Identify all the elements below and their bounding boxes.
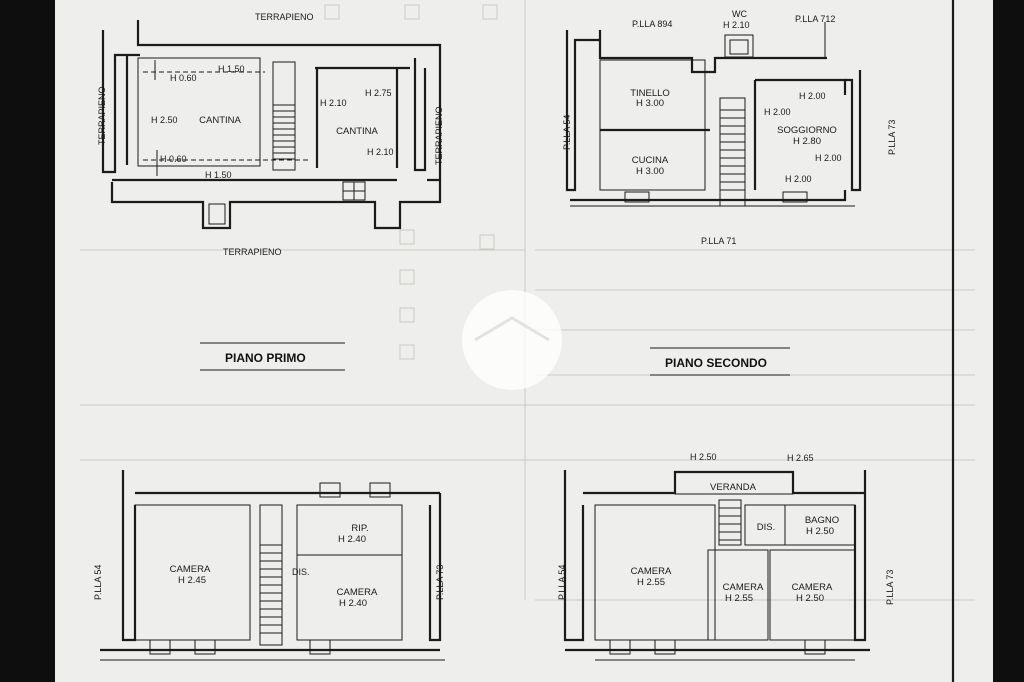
parcel-label: P.LLA 54 <box>557 565 567 600</box>
title-piano-secondo: PIANO SECONDO <box>665 356 767 370</box>
height-label: H 2.50 <box>151 115 178 125</box>
height-label: H 2.55 <box>637 577 665 588</box>
height-label: H 0.60 <box>170 73 197 83</box>
height-label: H 2.40 <box>339 598 367 609</box>
height-label: H 2.00 <box>815 153 842 163</box>
room-label-tinello: TINELLO <box>630 88 670 99</box>
room-label-camera: CAMERA <box>337 587 378 598</box>
plan-top-right: P.LLA 894 WC H 2.10 P.LLA 712 TINELLO H … <box>562 9 897 246</box>
room-label-cantina: CANTINA <box>336 126 378 137</box>
height-label: H 2.75 <box>365 88 392 98</box>
parcel-label: P.LLA 894 <box>632 19 672 29</box>
terrapieno-right-label: TERRAPIENO <box>434 106 444 165</box>
house-roof-icon <box>462 290 562 390</box>
room-label-rip: RIP. <box>351 523 368 534</box>
parcel-label: P.LLA 73 <box>435 565 445 600</box>
height-label: H 2.45 <box>178 575 206 586</box>
room-label-dis: DIS. <box>757 522 775 533</box>
height-label: H 2.00 <box>785 174 812 184</box>
room-label-cantina: CANTINA <box>199 115 241 126</box>
parcel-label: P.LLA 54 <box>562 115 572 150</box>
height-label: H 1.50 <box>205 170 232 180</box>
room-label-dis: DIS. <box>292 567 310 577</box>
plan-top-left: TERRAPIENO TERRAPIENO TERRAPIENO TERRAPI… <box>97 12 444 257</box>
height-label: H 2.10 <box>367 147 394 157</box>
height-label: H 2.55 <box>725 593 753 604</box>
floor-plan-sheet: TERRAPIENO TERRAPIENO TERRAPIENO TERRAPI… <box>55 0 993 682</box>
plan-bottom-left: RIP. H 2.40 DIS. CAMERA H 2.45 CAMERA H … <box>93 470 445 661</box>
height-label: H 1.50 <box>218 64 245 74</box>
title-piano-primo: PIANO PRIMO <box>225 351 306 365</box>
terrapieno-bottom-label: TERRAPIENO <box>223 247 282 257</box>
parcel-label: P.LLA 712 <box>795 14 835 24</box>
plan-bottom-right: H 2.50 H 2.65 VERANDA DIS. BAGNO H 2.50 … <box>557 452 895 661</box>
parcel-label: P.LLA 71 <box>701 236 736 246</box>
plan-titles: PIANO PRIMO PIANO SECONDO <box>200 342 790 376</box>
room-label-soggiorno: SOGGIORNO <box>777 125 837 136</box>
height-label: H 2.50 <box>796 593 824 604</box>
parcel-label: P.LLA 54 <box>93 565 103 600</box>
room-label-camera: CAMERA <box>170 564 211 575</box>
room-label-cucina: CUCINA <box>632 155 669 166</box>
height-label: H 2.80 <box>793 136 821 147</box>
room-label-bagno: BAGNO <box>805 515 839 526</box>
terrapieno-left-label: TERRAPIENO <box>97 86 107 145</box>
room-label-camera: CAMERA <box>723 582 764 593</box>
height-label: H 2.50 <box>690 452 717 462</box>
room-label-veranda: VERANDA <box>710 482 757 493</box>
floor-plan-drawing: TERRAPIENO TERRAPIENO TERRAPIENO TERRAPI… <box>80 0 975 682</box>
room-label-wc: WC <box>732 9 747 19</box>
height-label: H 0.60 <box>160 154 187 164</box>
height-label: H 2.65 <box>787 453 814 463</box>
height-label: H 2.10 <box>320 98 347 108</box>
bleed-through-form <box>80 0 975 601</box>
height-label: H 2.00 <box>799 91 826 101</box>
height-label: H 2.00 <box>764 107 791 117</box>
parcel-label: P.LLA 73 <box>885 570 895 605</box>
room-label-camera: CAMERA <box>792 582 833 593</box>
height-label: H 3.00 <box>636 166 664 177</box>
height-label: H 2.50 <box>806 526 834 537</box>
height-label: H 3.00 <box>636 98 664 109</box>
height-label: H 2.40 <box>338 534 366 545</box>
terrapieno-top-label: TERRAPIENO <box>255 12 314 22</box>
room-label-camera: CAMERA <box>631 566 672 577</box>
parcel-label: P.LLA 73 <box>887 120 897 155</box>
height-label: H 2.10 <box>723 20 750 30</box>
